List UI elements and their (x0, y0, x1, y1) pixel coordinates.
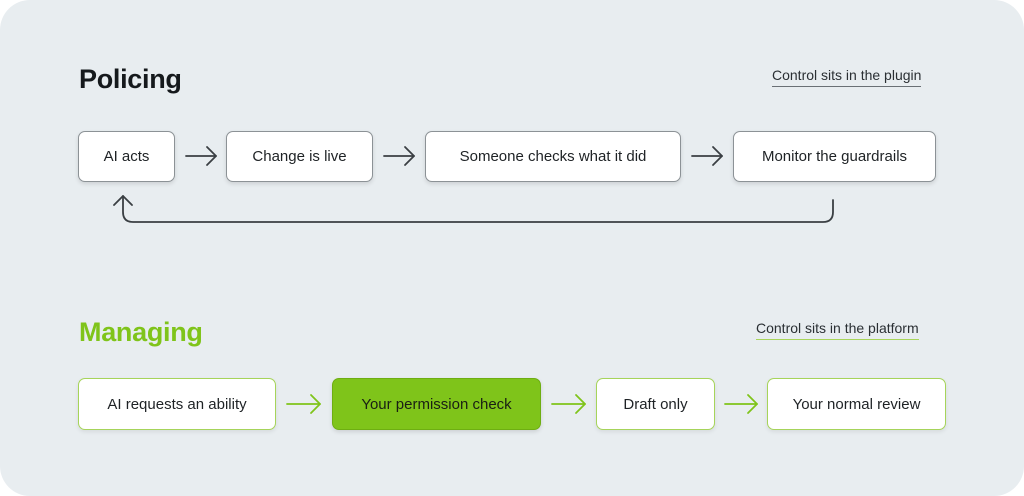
arrow-icon (383, 146, 415, 166)
policing-step-monitor-guardrails: Monitor the guardrails (733, 131, 936, 182)
policing-step-change-is-live: Change is live (226, 131, 373, 182)
policing-title: Policing (79, 64, 182, 94)
loop-back-arrow-icon (113, 195, 834, 223)
arrow-icon (724, 394, 758, 414)
policing-step-ai-acts: AI acts (78, 131, 175, 182)
arrow-icon (551, 394, 586, 414)
managing-step-ai-requests: AI requests an ability (78, 378, 276, 430)
policing-step-someone-checks: Someone checks what it did (425, 131, 681, 182)
arrow-icon (185, 146, 217, 166)
arrow-icon (691, 146, 723, 166)
managing-step-normal-review: Your normal review (767, 378, 946, 430)
arrow-icon (286, 394, 321, 414)
managing-caption: Control sits in the platform (756, 320, 919, 340)
managing-title: Managing (79, 317, 203, 347)
managing-step-draft-only: Draft only (596, 378, 715, 430)
policing-caption: Control sits in the plugin (772, 67, 922, 87)
managing-step-permission-check: Your permission check (332, 378, 541, 430)
